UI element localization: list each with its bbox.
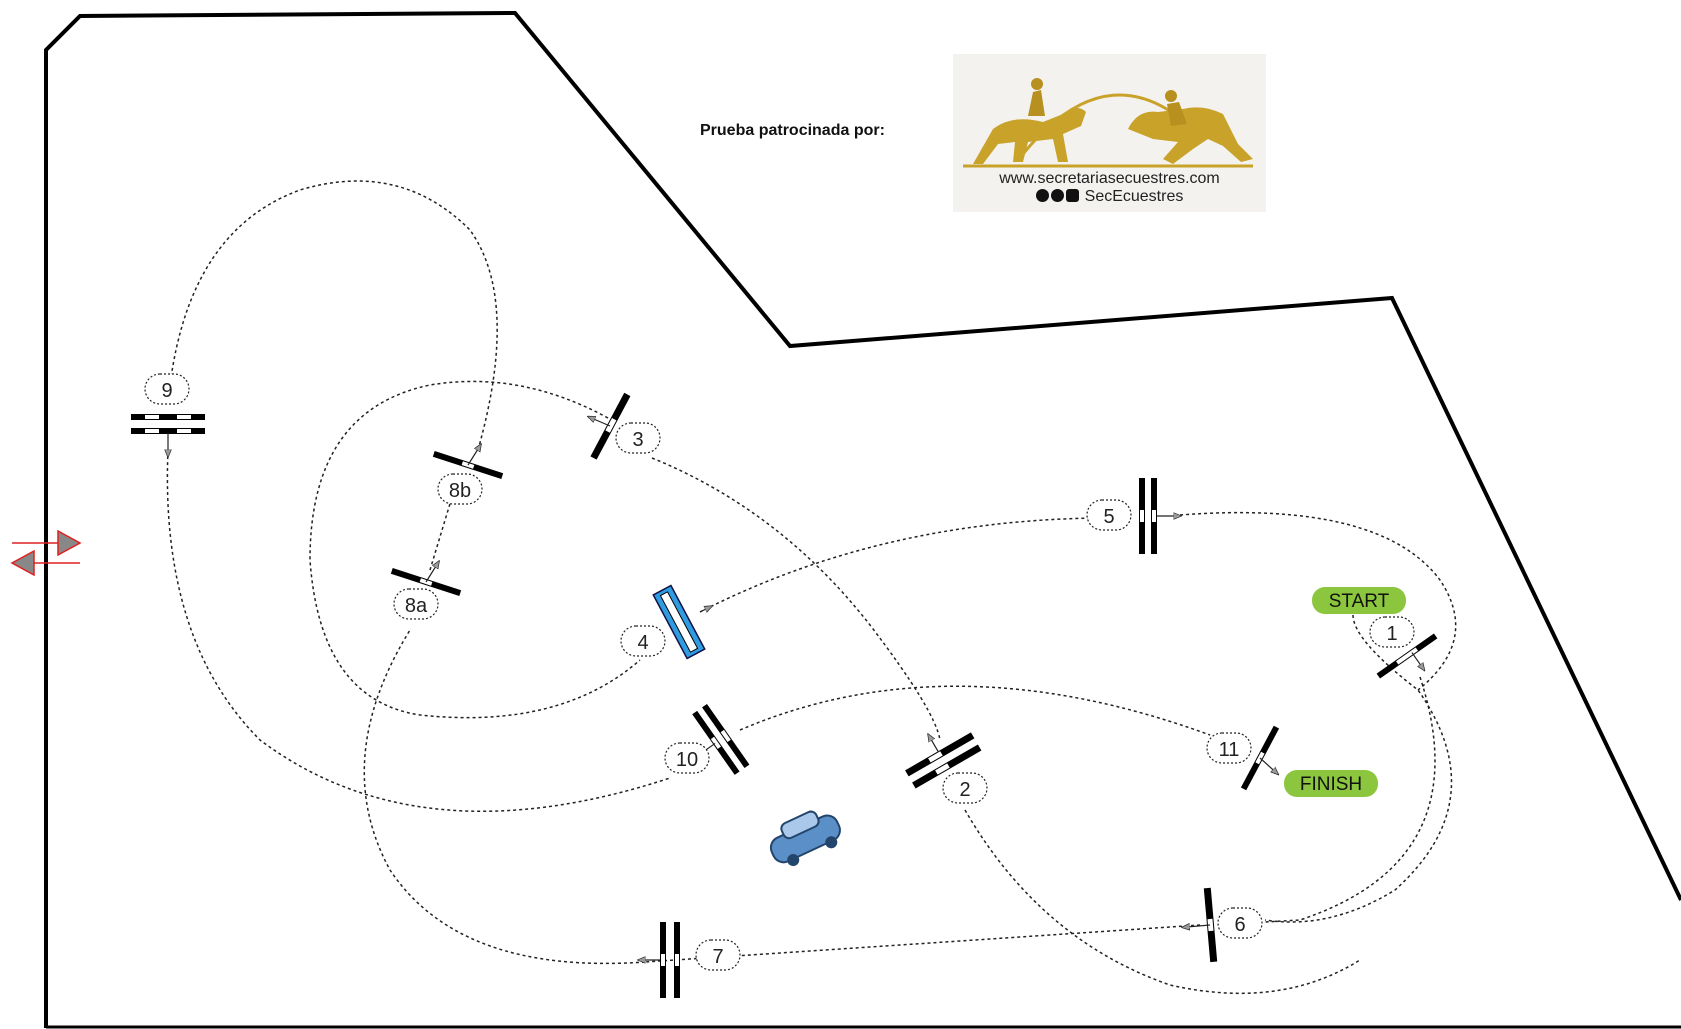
route-3-arc-to-4 — [309, 380, 641, 719]
label-9: 9 — [161, 380, 172, 402]
route-7-to-8a — [363, 629, 646, 965]
obstacle-2 — [905, 732, 982, 789]
route-8a-to-8b — [429, 496, 453, 571]
label-1: 1 — [1386, 623, 1397, 645]
sponsor-social: SecEcuestres — [953, 188, 1266, 206]
label-bg-8a — [393, 588, 439, 620]
obstacle-8a — [390, 548, 462, 596]
start-label: START — [1329, 591, 1390, 612]
route-start-to-1 — [1264, 614, 1453, 923]
label-bg-10 — [664, 742, 710, 774]
label-6: 6 — [1234, 914, 1245, 936]
horse-rider-logo — [963, 78, 1253, 168]
entrance-exit-arrows-icon — [10, 529, 82, 577]
obstacle-3 — [572, 392, 631, 460]
route — [166, 180, 1457, 995]
route-4-to-5 — [699, 517, 1101, 613]
route-2-to-6-curve — [964, 809, 1361, 995]
label-bg-8b — [437, 473, 483, 505]
obstacle-6 — [1179, 887, 1218, 963]
label-7: 7 — [712, 946, 723, 968]
label-bg-9 — [144, 373, 190, 405]
obstacle-11 — [1240, 725, 1298, 791]
label-4: 4 — [637, 632, 648, 654]
facebook-icon[interactable] — [1050, 189, 1064, 202]
label-3: 3 — [632, 429, 643, 451]
finish-badge — [1284, 770, 1378, 797]
sponsor-label: Prueba patrocinada por: — [700, 122, 885, 139]
label-bg-7 — [695, 939, 741, 971]
car-icon — [769, 810, 841, 867]
obstacle-1 — [1376, 633, 1438, 679]
obstacle-4-arrow — [699, 606, 712, 612]
route-6-to-7 — [644, 924, 1201, 963]
obstacle-4-water — [652, 584, 706, 660]
obstacle-7 — [638, 922, 680, 998]
start-badge — [1312, 587, 1406, 614]
label-8b: 8b — [449, 480, 471, 502]
label-5: 5 — [1103, 506, 1114, 528]
label-bg-2 — [942, 772, 988, 804]
label-bg-1 — [1369, 616, 1415, 648]
route-9-to-10 — [166, 449, 671, 813]
route-3-to-2 — [651, 457, 941, 741]
obstacle-5 — [1139, 478, 1181, 554]
route-1-to-6 — [1264, 676, 1436, 923]
route-8b-to-9-loop — [169, 180, 498, 451]
label-8a: 8a — [405, 595, 428, 617]
sponsor-handle: SecEcuestres — [1084, 188, 1184, 205]
arena-border — [44, 10, 1681, 1028]
obstacle-8b — [432, 431, 504, 479]
label-bg-11 — [1206, 732, 1252, 764]
route-10-to-11 — [739, 685, 1211, 736]
label-bg-4 — [620, 625, 666, 657]
label-bg-5 — [1086, 499, 1132, 531]
sponsor-logo[interactable]: www.secretariasecuestres.com SecEcuestre… — [953, 54, 1266, 212]
label-10: 10 — [676, 749, 698, 771]
finish-label: FINISH — [1300, 774, 1362, 795]
label-11: 11 — [1219, 739, 1240, 761]
sponsor-url[interactable]: www.secretariasecuestres.com — [999, 170, 1220, 187]
twitter-icon[interactable] — [1035, 189, 1049, 202]
label-2: 2 — [959, 779, 970, 801]
label-bg-3 — [615, 422, 661, 454]
obstacle-9 — [131, 414, 205, 457]
label-bg-6 — [1217, 907, 1263, 939]
instagram-icon[interactable] — [1065, 189, 1079, 202]
